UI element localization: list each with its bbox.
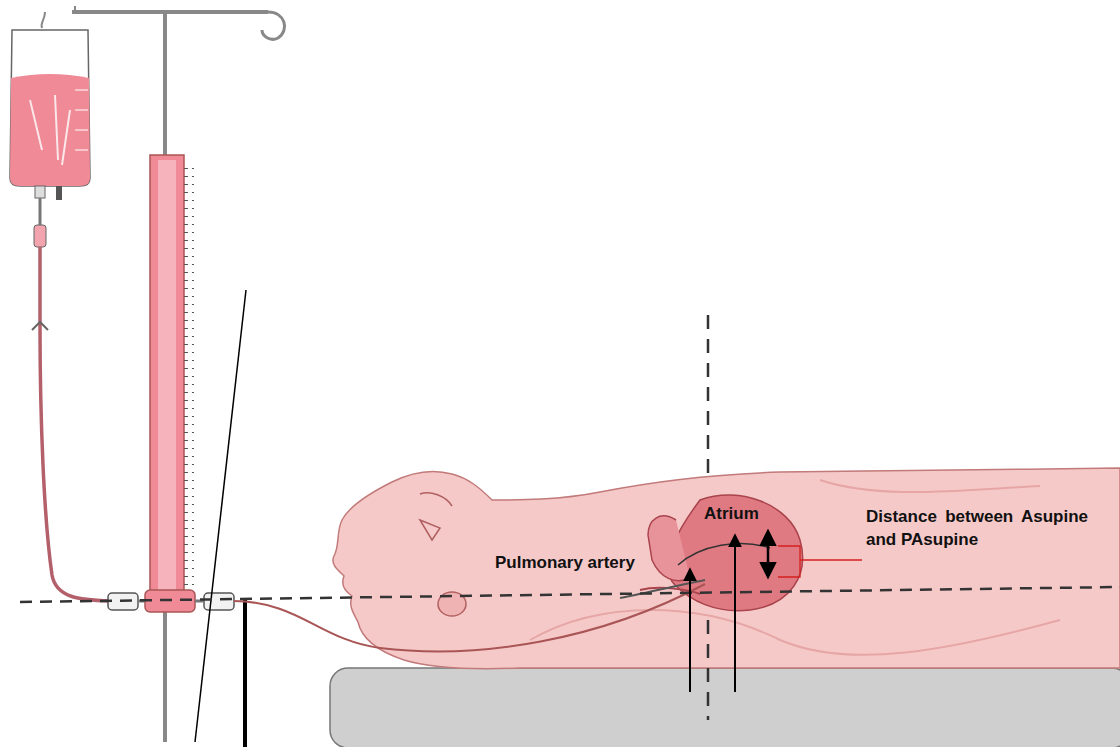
height-arrow — [734, 536, 736, 692]
level-post — [243, 600, 247, 747]
distance-label: Distance between Asupine and PAsupine — [864, 506, 1090, 552]
iv-tubing — [32, 198, 110, 601]
bracket — [778, 546, 862, 577]
phlebostatic-level — [20, 587, 1120, 602]
part-label: Atrium — [702, 503, 761, 526]
vertical-axis — [707, 315, 710, 475]
reference-line — [195, 290, 246, 742]
vertical-axis — [707, 620, 710, 720]
mattress — [330, 668, 1120, 747]
height-arrow — [689, 570, 691, 692]
patient-body — [333, 468, 1120, 669]
distance-arrow — [767, 532, 770, 576]
catheter — [234, 584, 705, 651]
manometer-column — [150, 155, 194, 600]
part-label: Pulmonary artery — [493, 552, 637, 575]
iv-bag — [10, 30, 90, 200]
